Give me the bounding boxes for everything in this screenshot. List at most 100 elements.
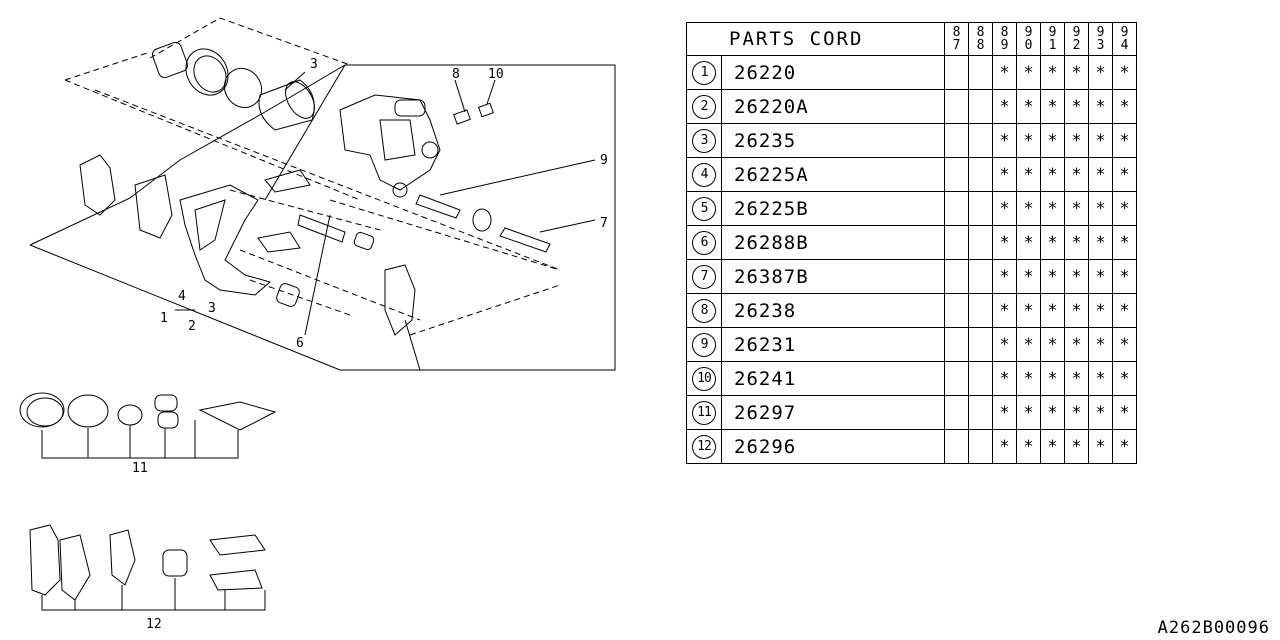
availability-mark: * (1088, 157, 1113, 192)
part-code: 26225A (721, 157, 945, 192)
availability-mark (968, 361, 993, 396)
availability-mark: * (992, 327, 1017, 362)
callout-1: 1 (160, 311, 168, 326)
row-number-cell: 11 (686, 395, 722, 430)
availability-mark: * (1016, 395, 1041, 430)
row-number-cell: 4 (686, 157, 722, 192)
availability-mark (968, 123, 993, 158)
row-number-cell: 9 (686, 327, 722, 362)
availability-mark (944, 395, 969, 430)
availability-mark (944, 123, 969, 158)
row-number-circle: 7 (692, 264, 716, 289)
availability-mark: * (1112, 429, 1137, 464)
availability-mark (944, 293, 969, 328)
callout-3-small: 3 (208, 301, 216, 316)
availability-mark (968, 157, 993, 192)
availability-mark (968, 293, 993, 328)
availability-mark: * (1112, 191, 1137, 226)
availability-mark: * (1040, 361, 1065, 396)
row-number-circle: 10 (692, 366, 716, 391)
availability-mark: * (1064, 123, 1089, 158)
availability-mark: * (1040, 157, 1065, 192)
callout-9: 9 (600, 153, 608, 168)
availability-mark (944, 429, 969, 464)
availability-mark: * (1016, 327, 1041, 362)
availability-mark: * (1088, 395, 1113, 430)
availability-mark: * (1040, 191, 1065, 226)
brake-pads (79, 154, 416, 336)
availability-mark: * (1064, 89, 1089, 124)
caliper-bracket (179, 184, 272, 296)
availability-mark: * (1016, 55, 1041, 90)
availability-mark: * (992, 89, 1017, 124)
availability-mark (968, 327, 993, 362)
availability-mark: * (992, 361, 1017, 396)
row-number-circle: 6 (692, 230, 716, 255)
availability-mark (944, 225, 969, 260)
availability-mark: * (992, 429, 1017, 464)
callout-2: 2 (188, 319, 196, 334)
row-number-cell: 7 (686, 259, 722, 294)
drawing-id: A262B00096 (1157, 618, 1270, 638)
availability-mark (944, 191, 969, 226)
availability-mark: * (1112, 395, 1137, 430)
part-code: 26225B (721, 191, 945, 226)
callout-8: 8 (452, 67, 460, 82)
availability-mark: * (992, 293, 1017, 328)
availability-mark: * (992, 123, 1017, 158)
availability-mark: * (1064, 157, 1089, 192)
guide-pins (276, 102, 551, 307)
availability-mark: * (1016, 191, 1041, 226)
row-number-cell: 1 (686, 55, 722, 90)
part-code: 26297 (721, 395, 945, 430)
callout-12: 12 (146, 617, 162, 632)
part-code: 26241 (721, 361, 945, 396)
part-code: 26238 (721, 293, 945, 328)
availability-mark (968, 259, 993, 294)
availability-mark: * (1040, 327, 1065, 362)
availability-mark: * (1040, 123, 1065, 158)
availability-mark: * (1064, 327, 1089, 362)
availability-mark: * (1016, 429, 1041, 464)
availability-mark: * (1088, 89, 1113, 124)
availability-mark (968, 395, 993, 430)
kit-11-parts (19, 392, 277, 459)
callout-11: 11 (132, 461, 148, 476)
availability-mark (944, 89, 969, 124)
exploded-parts-diagram: 1 2 3 3 4 6 7 8 9 10 11 12 (19, 17, 616, 632)
part-code: 26231 (721, 327, 945, 362)
availability-mark: * (992, 191, 1017, 226)
availability-mark (968, 89, 993, 124)
availability-mark: * (1064, 429, 1089, 464)
availability-mark (968, 191, 993, 226)
availability-mark: * (1016, 225, 1041, 260)
row-number-circle: 2 (692, 94, 716, 119)
parts-cord-header: PARTS CORD (686, 22, 945, 56)
availability-mark: * (1040, 293, 1065, 328)
row-number-cell: 5 (686, 191, 722, 226)
callout-4: 4 (178, 289, 186, 304)
availability-mark: * (1064, 395, 1089, 430)
availability-mark: * (992, 225, 1017, 260)
availability-mark: * (1016, 361, 1041, 396)
row-number-cell: 10 (686, 361, 722, 396)
availability-mark: * (1088, 55, 1113, 90)
row-number-cell: 2 (686, 89, 722, 124)
availability-mark: * (992, 259, 1017, 294)
callout-7: 7 (600, 216, 608, 231)
availability-mark: * (992, 157, 1017, 192)
callout-6: 6 (296, 336, 304, 351)
availability-mark: * (1112, 225, 1137, 260)
availability-mark (944, 259, 969, 294)
availability-mark (968, 429, 993, 464)
part-code: 26220A (721, 89, 945, 124)
piston-seal-group (151, 41, 315, 131)
